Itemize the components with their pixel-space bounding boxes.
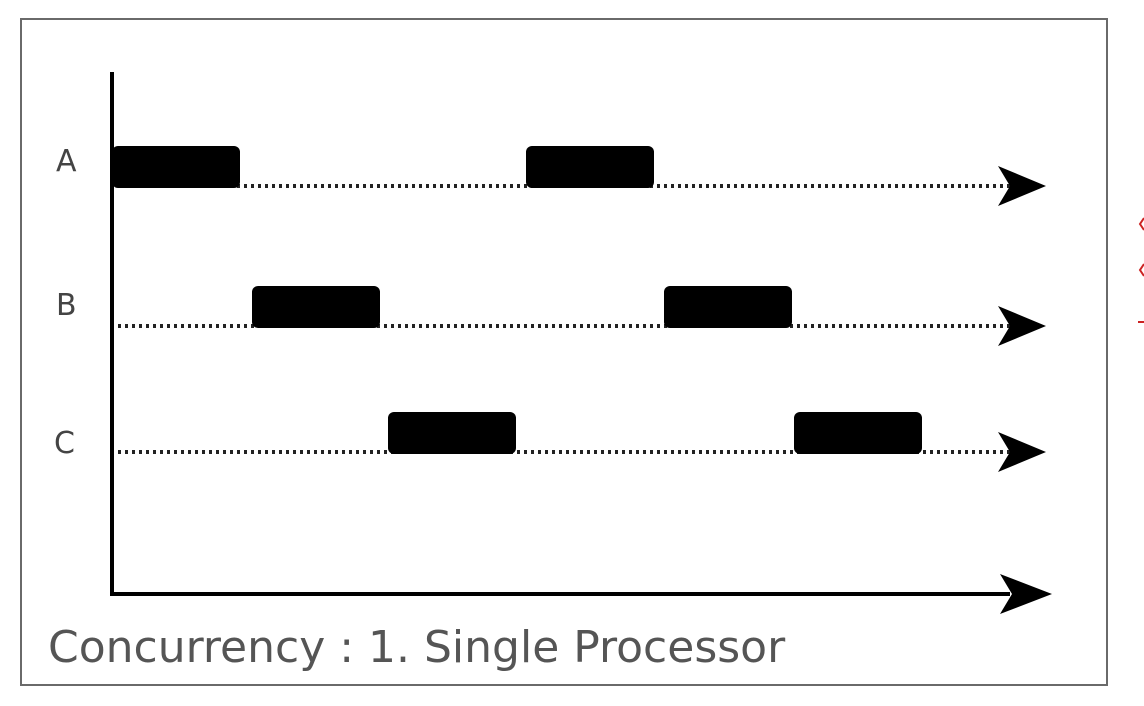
lane-label-a: A	[56, 144, 77, 179]
busy-block-c-1	[388, 412, 516, 454]
x-axis-arrow	[1000, 574, 1052, 614]
busy-block-b-1	[252, 286, 380, 328]
lane-arrow-a	[998, 166, 1046, 206]
busy-block-c-2	[794, 412, 922, 454]
lane-arrow-b	[998, 306, 1046, 346]
diagram-frame	[20, 18, 1108, 686]
busy-block-a-2	[526, 146, 654, 188]
busy-block-b-2	[664, 286, 792, 328]
stray-marks	[1138, 217, 1144, 323]
diagram-caption: Concurrency : 1. Single Processor	[48, 622, 786, 673]
lane-label-b: B	[56, 288, 77, 323]
busy-block-a-1	[112, 146, 240, 188]
lane-arrow-c	[998, 432, 1046, 472]
lane-label-c: C	[54, 426, 75, 461]
